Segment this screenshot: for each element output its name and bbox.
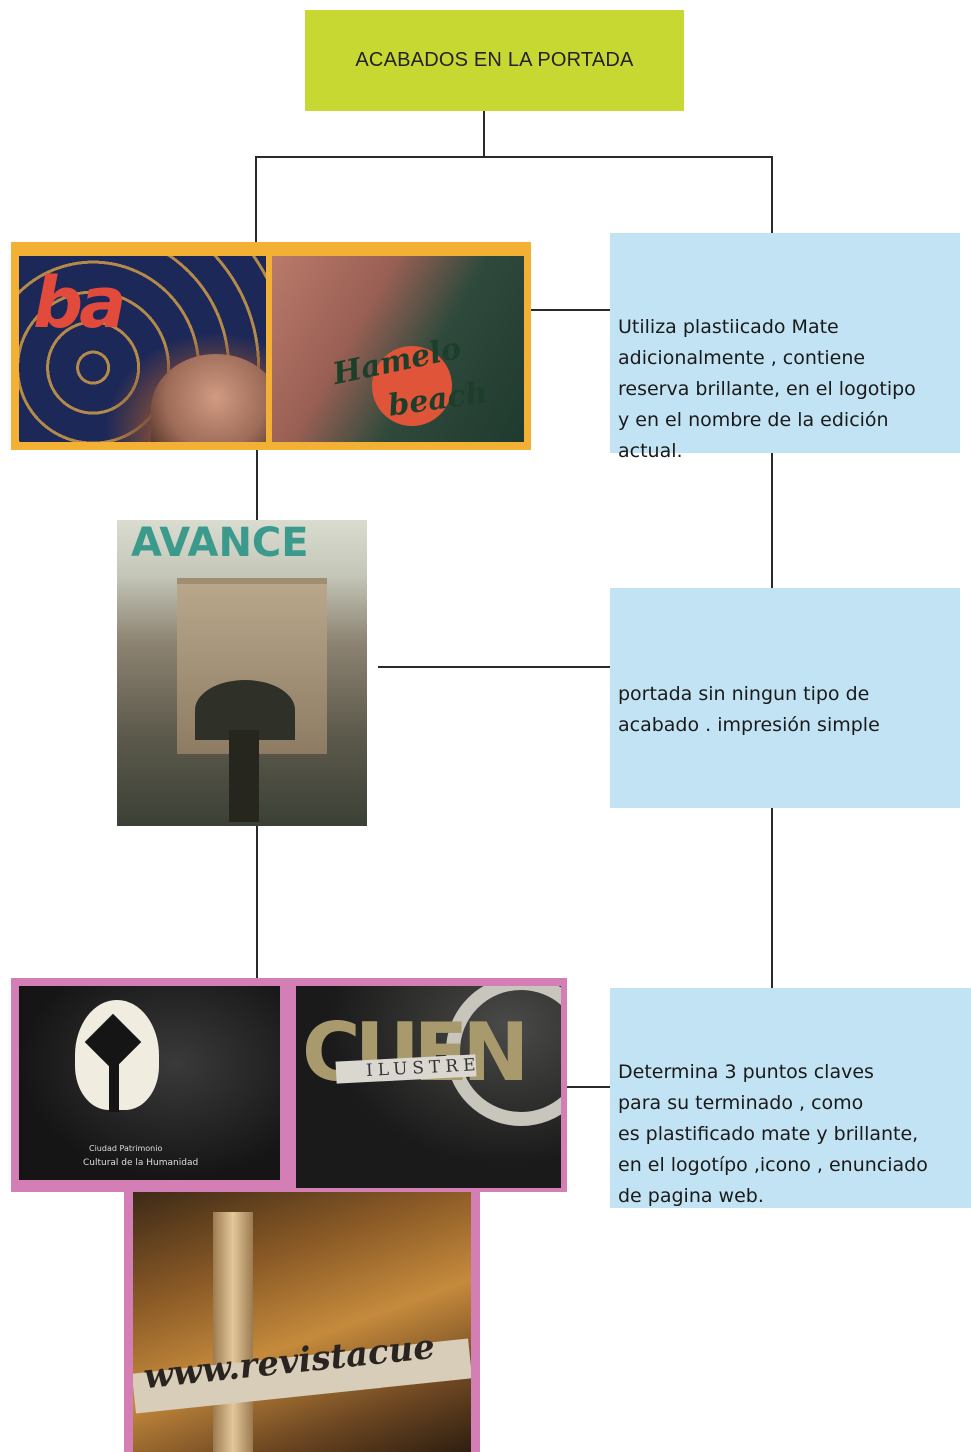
fountain-column-shape bbox=[229, 730, 259, 822]
connector-info1-info2 bbox=[771, 453, 773, 588]
connector-photo1-photo2 bbox=[256, 450, 258, 520]
photo-cuenca-icon: Ciudad Patrimonio Cultural de la Humanid… bbox=[19, 986, 280, 1180]
description-text-3: Determina 3 puntos claves para su termin… bbox=[618, 1061, 928, 1207]
connector-photo2-info2 bbox=[378, 666, 610, 668]
connector-left-drop bbox=[255, 156, 257, 242]
photo-hamelo-beach-magazine: Hamelo beach bbox=[272, 256, 524, 442]
photo-cuenca-logo: CUEN ILUSTRE bbox=[296, 986, 561, 1188]
face-shape bbox=[151, 354, 266, 442]
description-box-2: portada sin ningun tipo de acabado . imp… bbox=[610, 588, 960, 808]
connector-photo1-info1 bbox=[530, 309, 610, 311]
connector-info2-info3 bbox=[771, 808, 773, 988]
cuenca-caption-2: Cultural de la Humanidad bbox=[83, 1158, 199, 1168]
connector-photo2-photo3 bbox=[256, 826, 258, 978]
diagram-title: ACABADOS EN LA PORTADA bbox=[355, 49, 634, 71]
orange-circle-shape bbox=[372, 346, 452, 426]
photo-ba-magazine: ba bbox=[19, 256, 266, 442]
column-shape bbox=[213, 1212, 253, 1452]
photo-website: www.revistacue bbox=[133, 1192, 471, 1452]
connector-right-drop bbox=[771, 156, 773, 233]
connector-title-stem bbox=[483, 111, 485, 157]
photo-frame-pink: Ciudad Patrimonio Cultural de la Humanid… bbox=[11, 978, 567, 1192]
description-text-1: Utiliza plastiicado Mate adicionalmente … bbox=[618, 316, 916, 462]
photo-avance-magazine: AVANCE bbox=[117, 520, 367, 826]
description-box-1: Utiliza plastiicado Mate adicionalmente … bbox=[610, 233, 960, 462]
description-box-3: Determina 3 puntos claves para su termin… bbox=[610, 988, 971, 1208]
ba-logo: ba bbox=[33, 262, 126, 344]
photo-frame-orange: ba Hamelo beach bbox=[11, 242, 531, 450]
connector-photo3-info3 bbox=[567, 1086, 610, 1088]
cuenca-logo: CUEN bbox=[302, 1006, 529, 1099]
connector-title-branch bbox=[255, 156, 773, 158]
description-text-2: portada sin ningun tipo de acabado . imp… bbox=[618, 683, 880, 736]
photo-frame-pink-bottom: www.revistacue bbox=[124, 1192, 480, 1452]
diagram-title-box: ACABADOS EN LA PORTADA bbox=[305, 10, 684, 111]
cuenca-caption-1: Ciudad Patrimonio bbox=[89, 1144, 163, 1153]
cuenca-icon bbox=[75, 1000, 159, 1112]
avance-logo: AVANCE bbox=[131, 520, 309, 566]
